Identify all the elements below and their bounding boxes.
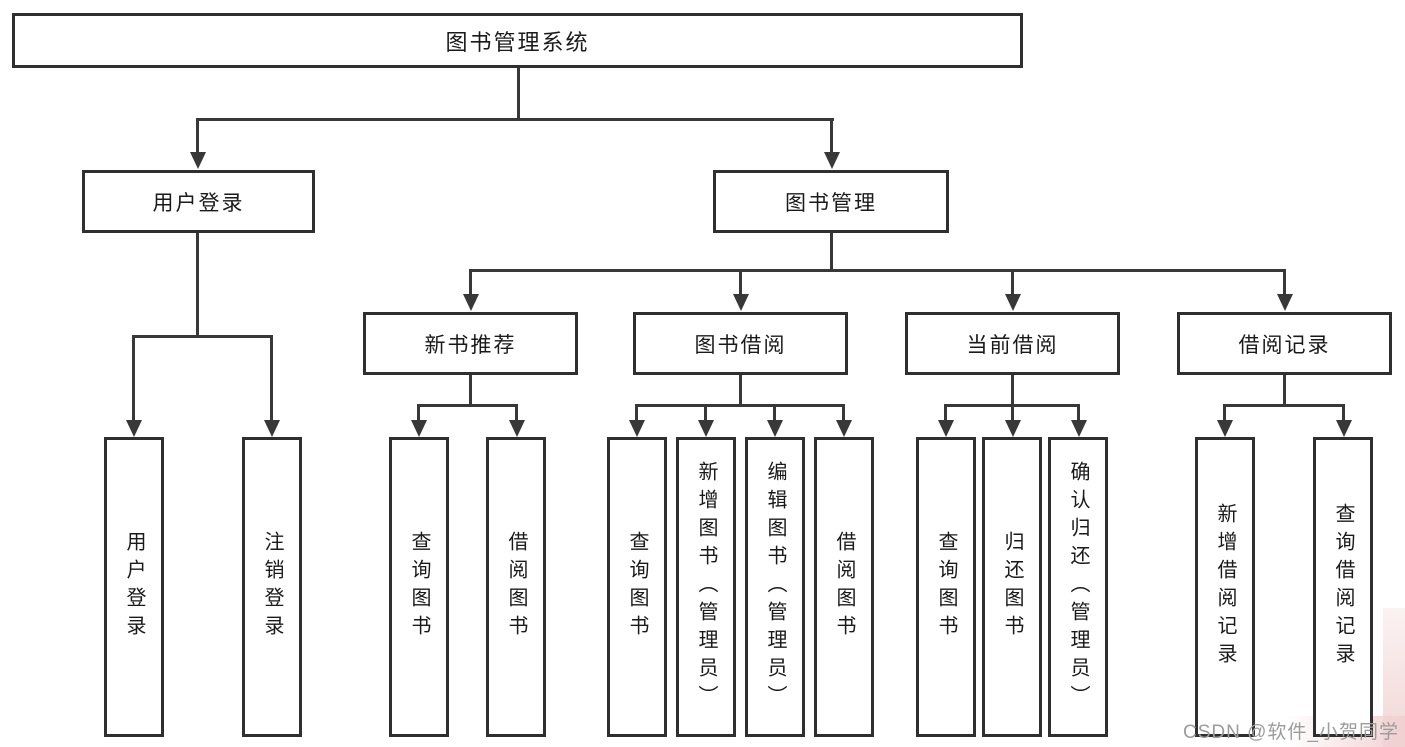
arrowhead-n2 bbox=[509, 420, 525, 437]
leaf-label: 借阅图书 bbox=[505, 531, 527, 643]
leaf-return-books: 归还图书 bbox=[982, 437, 1042, 737]
arrowhead-leaf-logout bbox=[264, 420, 280, 437]
leaf-label: 查询图书 bbox=[408, 531, 430, 643]
leaf-label: 查询图书 bbox=[935, 531, 957, 643]
node-book-borrowing: 图书借阅 bbox=[633, 312, 848, 375]
connector-stem-n1 bbox=[417, 404, 420, 422]
leaf-borrow-books: 借阅图书 bbox=[814, 437, 874, 737]
leaf-query-books-borrow: 查询图书 bbox=[607, 437, 667, 737]
leaf-add-books-admin: 新增图书（管理员） bbox=[676, 437, 736, 737]
connector-stem-leaf-user-login bbox=[132, 335, 135, 422]
connector-login-drop bbox=[196, 233, 199, 338]
node-label: 新书推荐 bbox=[424, 333, 517, 357]
arrowhead-newrec bbox=[463, 294, 479, 311]
connector-newrec-drop bbox=[469, 375, 472, 407]
connector-stem-book-mgmt bbox=[830, 118, 833, 155]
connector-borrow-drop bbox=[739, 375, 742, 407]
leaf-query-books-recommend: 查询图书 bbox=[389, 437, 449, 737]
arrowhead-r1 bbox=[1217, 420, 1233, 437]
leaf-label: 注销登录 bbox=[261, 531, 283, 643]
connector-stem-user-login bbox=[196, 118, 199, 155]
watermark-pink-edge bbox=[1383, 608, 1405, 747]
leaf-user-login: 用户登录 bbox=[104, 437, 164, 737]
leaf-edit-books-admin: 编辑图书（管理员） bbox=[745, 437, 805, 737]
connector-root-drop bbox=[517, 68, 520, 120]
leaf-add-borrow-record: 新增借阅记录 bbox=[1195, 437, 1255, 737]
connector-stem-c1 bbox=[944, 404, 947, 422]
connector-stem-c2 bbox=[1011, 404, 1014, 422]
leaf-query-borrow-record: 查询借阅记录 bbox=[1313, 437, 1373, 737]
leaf-label: 查询借阅记录 bbox=[1332, 503, 1354, 671]
node-label: 图书管理系统 bbox=[445, 29, 590, 55]
node-label: 当前借阅 bbox=[966, 333, 1059, 357]
node-current-borrowing: 当前借阅 bbox=[905, 312, 1120, 375]
leaf-borrow-books-recommend: 借阅图书 bbox=[486, 437, 546, 737]
arrowhead-borrow bbox=[733, 294, 749, 311]
node-label: 图书管理 bbox=[785, 191, 877, 215]
leaf-query-books-current: 查询图书 bbox=[916, 437, 976, 737]
csdn-watermark: CSDN @软件_小贺同学 bbox=[1183, 722, 1399, 743]
connector-stem-n2 bbox=[515, 404, 518, 422]
node-library-management-system: 图书管理系统 bbox=[12, 13, 1023, 68]
leaf-label: 新增图书（管理员） bbox=[695, 461, 717, 713]
connector-mgmt-drop bbox=[830, 233, 833, 271]
connector-stem-records bbox=[1283, 269, 1286, 296]
arrowhead-c2 bbox=[1005, 420, 1021, 437]
node-user-login: 用户登录 bbox=[82, 170, 315, 233]
connector-mgmt-bar bbox=[469, 269, 1285, 272]
connector-stem-b2 bbox=[704, 404, 707, 422]
leaf-label: 归还图书 bbox=[1001, 531, 1023, 643]
connector-stem-r1 bbox=[1223, 404, 1226, 422]
connector-stem-borrow bbox=[739, 269, 742, 296]
arrowhead-records bbox=[1277, 294, 1293, 311]
leaf-label: 用户登录 bbox=[123, 531, 145, 643]
arrowhead-b4 bbox=[836, 420, 852, 437]
connector-stem-c3 bbox=[1077, 404, 1080, 422]
connector-records-bar bbox=[1223, 404, 1345, 407]
connector-stem-r2 bbox=[1342, 404, 1345, 422]
node-new-book-recommendation: 新书推荐 bbox=[363, 312, 578, 375]
connector-login-bar bbox=[132, 335, 273, 338]
node-borrowing-records: 借阅记录 bbox=[1177, 312, 1392, 375]
connector-root-bar bbox=[196, 118, 834, 121]
connector-current-drop bbox=[1011, 375, 1014, 407]
arrowhead-current bbox=[1005, 294, 1021, 311]
connector-stem-b3 bbox=[773, 404, 776, 422]
connector-stem-leaf-logout bbox=[270, 335, 273, 422]
arrowhead-b1 bbox=[629, 420, 645, 437]
leaf-label: 确认归还（管理员） bbox=[1067, 461, 1089, 713]
connector-borrow-bar bbox=[635, 404, 845, 407]
arrowhead-b3 bbox=[767, 420, 783, 437]
node-label: 用户登录 bbox=[152, 191, 245, 215]
arrowhead-c1 bbox=[938, 420, 954, 437]
leaf-label: 借阅图书 bbox=[833, 531, 855, 643]
leaf-confirm-return-admin: 确认归还（管理员） bbox=[1048, 437, 1108, 737]
leaf-label: 编辑图书（管理员） bbox=[764, 461, 786, 713]
connector-records-drop bbox=[1283, 375, 1286, 407]
arrowhead-n1 bbox=[411, 420, 427, 437]
leaf-label: 查询图书 bbox=[626, 531, 648, 643]
arrowhead-c3 bbox=[1071, 420, 1087, 437]
connector-stem-current bbox=[1011, 269, 1014, 296]
node-label: 借阅记录 bbox=[1238, 333, 1331, 357]
node-book-management: 图书管理 bbox=[713, 170, 949, 233]
arrowhead-b2 bbox=[698, 420, 714, 437]
connector-stem-b4 bbox=[842, 404, 845, 422]
arrowhead-book-mgmt bbox=[824, 152, 840, 169]
node-label: 图书借阅 bbox=[694, 333, 787, 357]
connector-newrec-bar bbox=[417, 404, 518, 407]
arrowhead-leaf-user-login bbox=[126, 420, 142, 437]
connector-stem-newrec bbox=[469, 269, 472, 296]
arrowhead-r2 bbox=[1336, 420, 1352, 437]
leaf-logout: 注销登录 bbox=[242, 437, 302, 737]
leaf-label: 新增借阅记录 bbox=[1214, 503, 1236, 671]
arrowhead-user-login bbox=[190, 152, 206, 169]
connector-stem-b1 bbox=[635, 404, 638, 422]
